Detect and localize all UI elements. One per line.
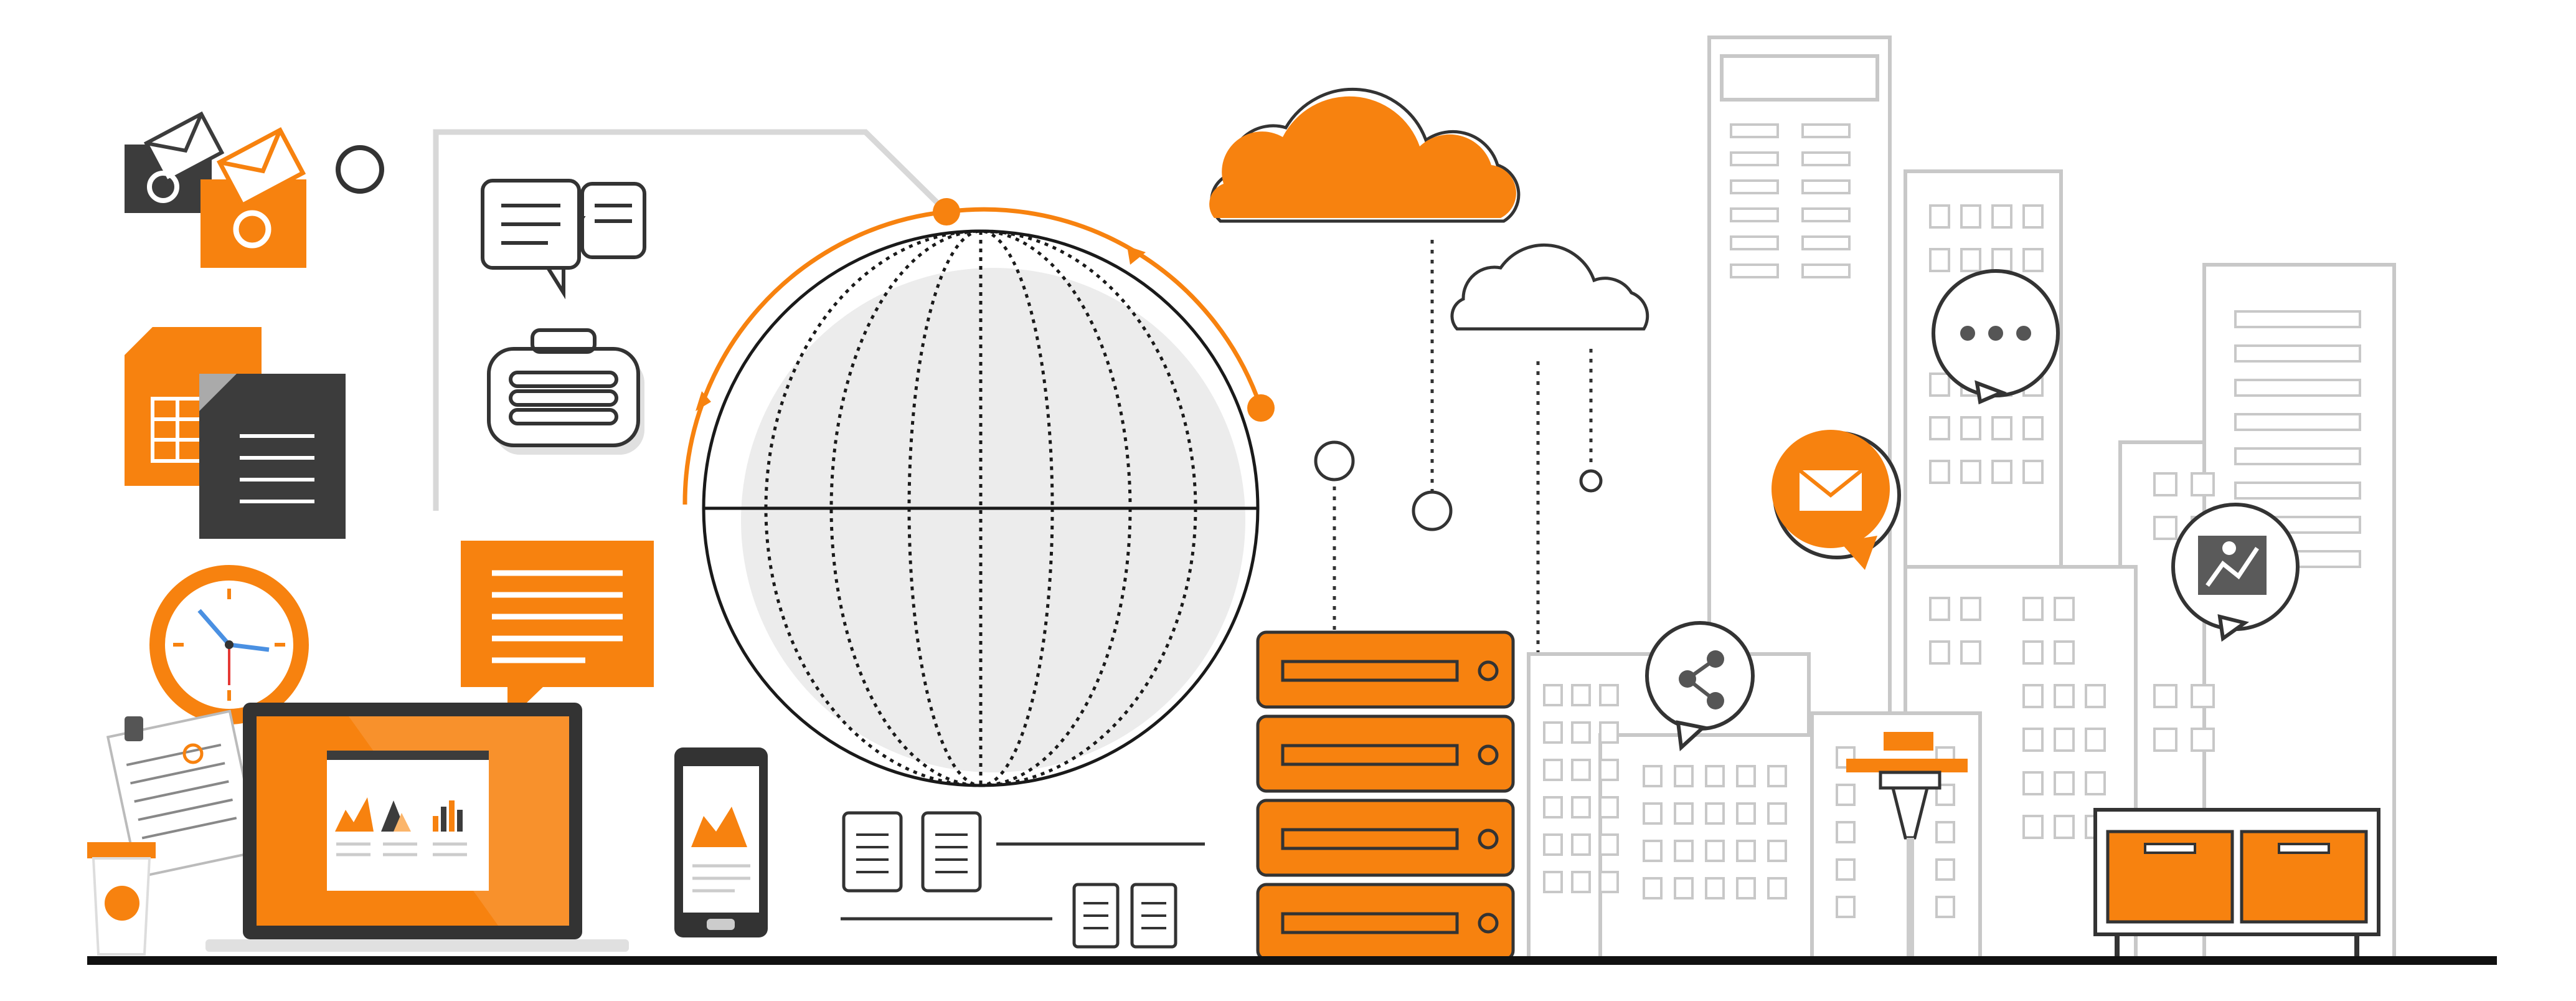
wall-clock-icon bbox=[149, 565, 309, 724]
connector-line bbox=[433, 129, 949, 511]
cloud-icon bbox=[1209, 87, 1649, 331]
documents-clip-icon bbox=[106, 709, 262, 879]
file-icons bbox=[842, 811, 1177, 949]
image-chart-bubble-icon bbox=[2171, 503, 2300, 642]
briefcase-icon bbox=[487, 328, 644, 455]
laptop-chart-icon bbox=[205, 703, 629, 952]
server-rack-icon bbox=[1256, 630, 1515, 961]
mail-envelope-icon bbox=[125, 111, 384, 268]
smartphone-chart-icon bbox=[674, 747, 768, 937]
cabinet-icon bbox=[2093, 808, 2380, 959]
email-bubble-icon bbox=[1772, 430, 1901, 570]
street-lamp-icon bbox=[1846, 732, 1968, 959]
orange-message-bubble-icon bbox=[461, 541, 654, 721]
globe-icon bbox=[682, 198, 1275, 787]
text-document-icon bbox=[199, 374, 346, 539]
chat-bubbles-icon bbox=[481, 179, 646, 300]
share-icon bbox=[1645, 621, 1755, 752]
ground-line bbox=[87, 956, 2497, 965]
paper-cup-icon bbox=[87, 842, 156, 956]
ellipsis-chat-icon bbox=[1932, 269, 2060, 405]
